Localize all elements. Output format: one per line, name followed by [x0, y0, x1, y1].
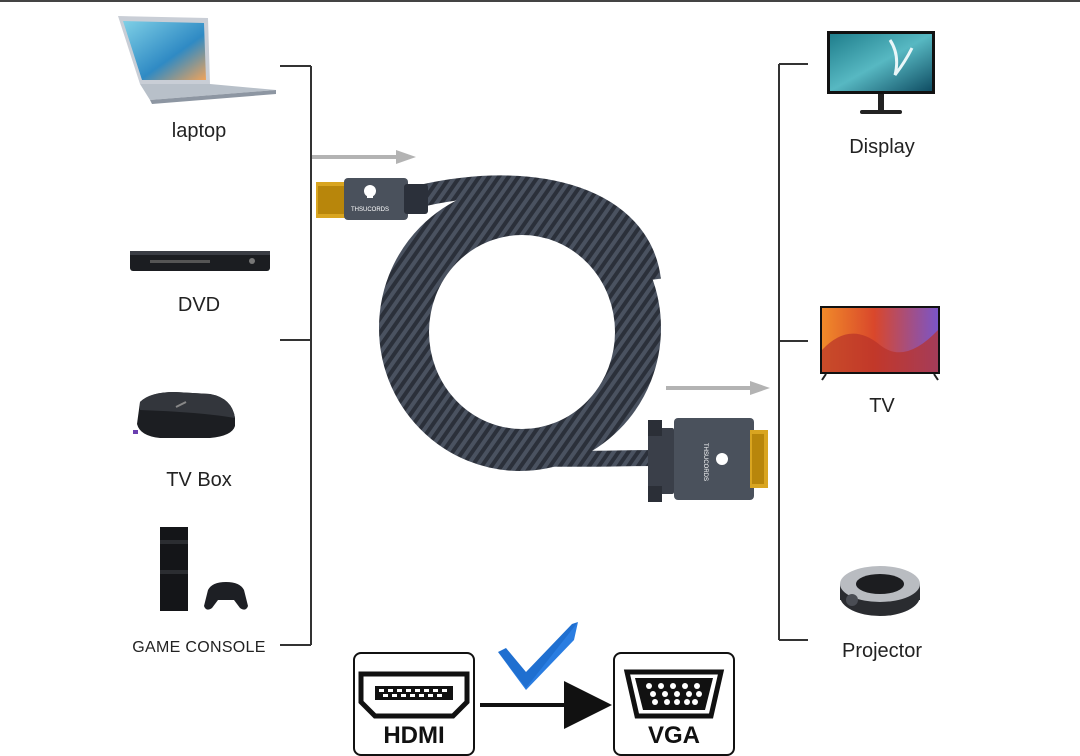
vga-label: VGA [647, 722, 700, 749]
left-bracket [280, 65, 312, 646]
dvd-player-icon [130, 251, 270, 271]
projector-icon [840, 566, 920, 616]
braided-cable-icon [379, 175, 661, 471]
destination-label-tv: TV [869, 395, 895, 417]
checkmark-icon [498, 622, 578, 690]
hdmi-port-icon [358, 671, 470, 719]
hdmi-label: HDMI [383, 722, 445, 749]
hdmi-connector: THSUCORDS [316, 178, 428, 220]
top-border [0, 0, 1080, 2]
vga-port-box: VGA [613, 652, 735, 756]
monitor-icon [827, 31, 935, 114]
source-label-laptop: laptop [171, 120, 227, 142]
tv-box-icon [133, 392, 235, 438]
tv-icon [820, 306, 940, 381]
source-label-dvd: DVD [177, 294, 221, 316]
destination-label-projector: Projector [841, 640, 923, 662]
vga-port-icon [623, 669, 725, 719]
right-bracket [778, 63, 808, 641]
hdmi-port-box: HDMI [353, 652, 475, 756]
output-arrow [666, 381, 770, 395]
laptop-icon [118, 16, 276, 104]
source-label-tv-box: TV Box [166, 469, 232, 491]
source-label-game-console: GAME CONSOLE [132, 639, 266, 656]
destination-label-display: Display [849, 136, 915, 158]
vga-connector: THSUCORDS [648, 418, 768, 502]
game-console-icon [160, 527, 248, 611]
input-arrow [312, 150, 416, 164]
svg-text:THSUCORDS: THSUCORDS [351, 207, 389, 213]
svg-text:THSUCORDS: THSUCORDS [702, 443, 708, 481]
